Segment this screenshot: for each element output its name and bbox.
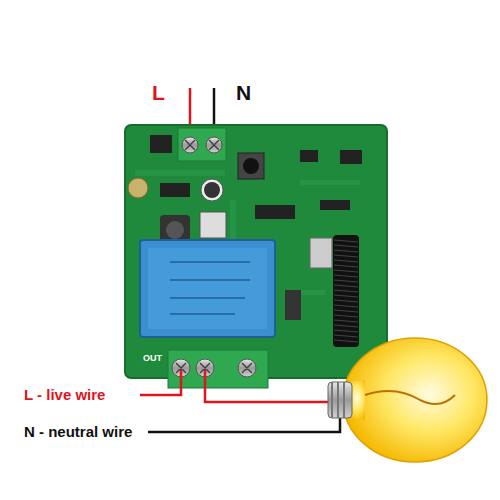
rectifier — [160, 183, 190, 197]
antenna-coil — [333, 235, 359, 347]
switched-live-wire — [205, 370, 330, 402]
neutral-wire — [148, 412, 340, 432]
capacitor — [128, 178, 148, 198]
decoder-chip — [255, 205, 295, 219]
relay-markings — [170, 262, 250, 314]
output-terminal — [168, 350, 268, 388]
terminal-label: L — [152, 82, 165, 103]
chip — [150, 135, 172, 153]
terminal-label: N — [236, 82, 251, 103]
input-terminal — [178, 128, 226, 161]
wire-label: N - neutral wire — [24, 424, 132, 439]
relay — [140, 240, 275, 337]
regulator — [200, 212, 226, 238]
wire-label: L - live wire — [24, 387, 105, 402]
capacitor — [201, 179, 223, 201]
light-bulb — [328, 338, 487, 462]
pcb-board — [125, 125, 387, 378]
silkscreen-label: OUT — [143, 354, 162, 363]
live-wire — [140, 370, 181, 395]
push-button — [238, 153, 264, 179]
